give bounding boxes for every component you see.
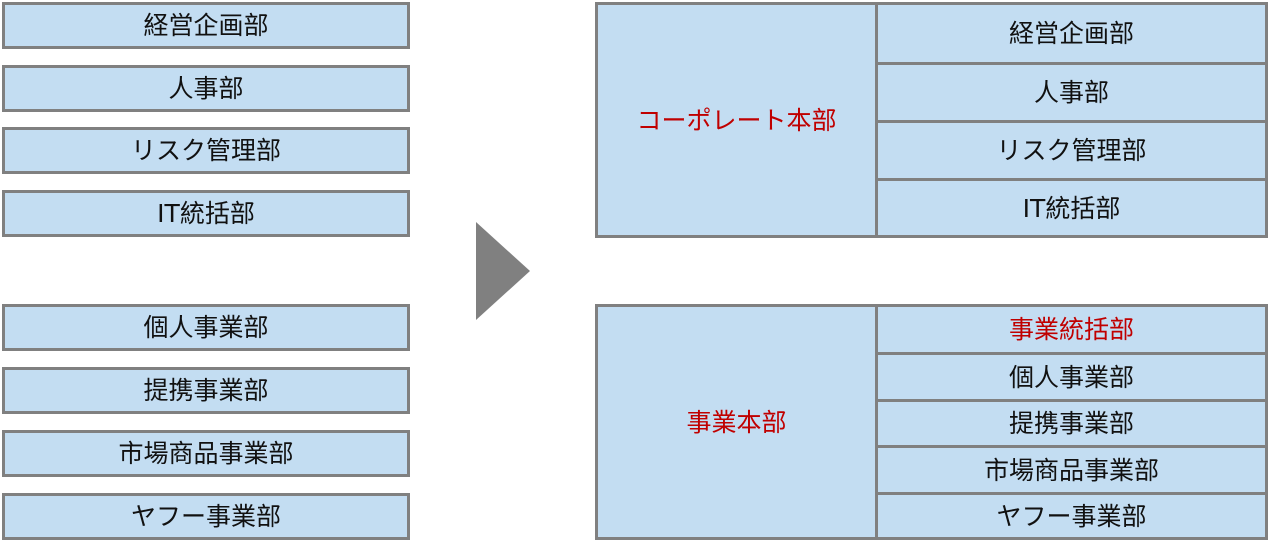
after-corporate-hq-group: コーポレート本部 経営企画部 人事部 リスク管理部 IT統括部	[595, 2, 1268, 238]
transition-arrow-icon	[476, 222, 530, 320]
before-dept-teikei-jigyo: 提携事業部	[2, 367, 410, 414]
before-dept-kojin-jigyo: 個人事業部	[2, 304, 410, 351]
after-business-hq-group: 事業本部 事業統括部 個人事業部 提携事業部 市場商品事業部 ヤフー事業部	[595, 304, 1268, 540]
after-dept-kojin-jigyo: 個人事業部	[878, 352, 1265, 399]
after-dept-shijo-shohin-jigyo: 市場商品事業部	[878, 445, 1265, 492]
before-dept-keiei-kikaku: 経営企画部	[2, 2, 410, 49]
divider-line	[875, 307, 878, 537]
before-dept-shijo-shohin-jigyo: 市場商品事業部	[2, 430, 410, 477]
divider-line	[875, 5, 878, 235]
after-dept-keiei-kikaku: 経営企画部	[1008, 19, 1134, 48]
after-dept-risk-kanri: リスク管理部	[878, 120, 1265, 178]
after-dept-it-tokatsu: IT統括部	[878, 178, 1265, 235]
after-dept-jigyo-tokatsu: 事業統括部	[1008, 315, 1134, 344]
before-dept-risk-kanri: リスク管理部	[2, 127, 410, 174]
after-dept-teikei-jigyo: 提携事業部	[878, 399, 1265, 445]
before-dept-yahoo-jigyo: ヤフー事業部	[2, 493, 410, 540]
corporate-hq-label: コーポレート本部	[636, 105, 837, 135]
after-dept-jinji: 人事部	[878, 62, 1265, 120]
before-dept-jinji: 人事部	[2, 65, 410, 112]
after-dept-yahoo-jigyo: ヤフー事業部	[878, 492, 1265, 537]
business-hq-label: 事業本部	[686, 407, 787, 437]
before-dept-it-tokatsu: IT統括部	[2, 190, 410, 237]
